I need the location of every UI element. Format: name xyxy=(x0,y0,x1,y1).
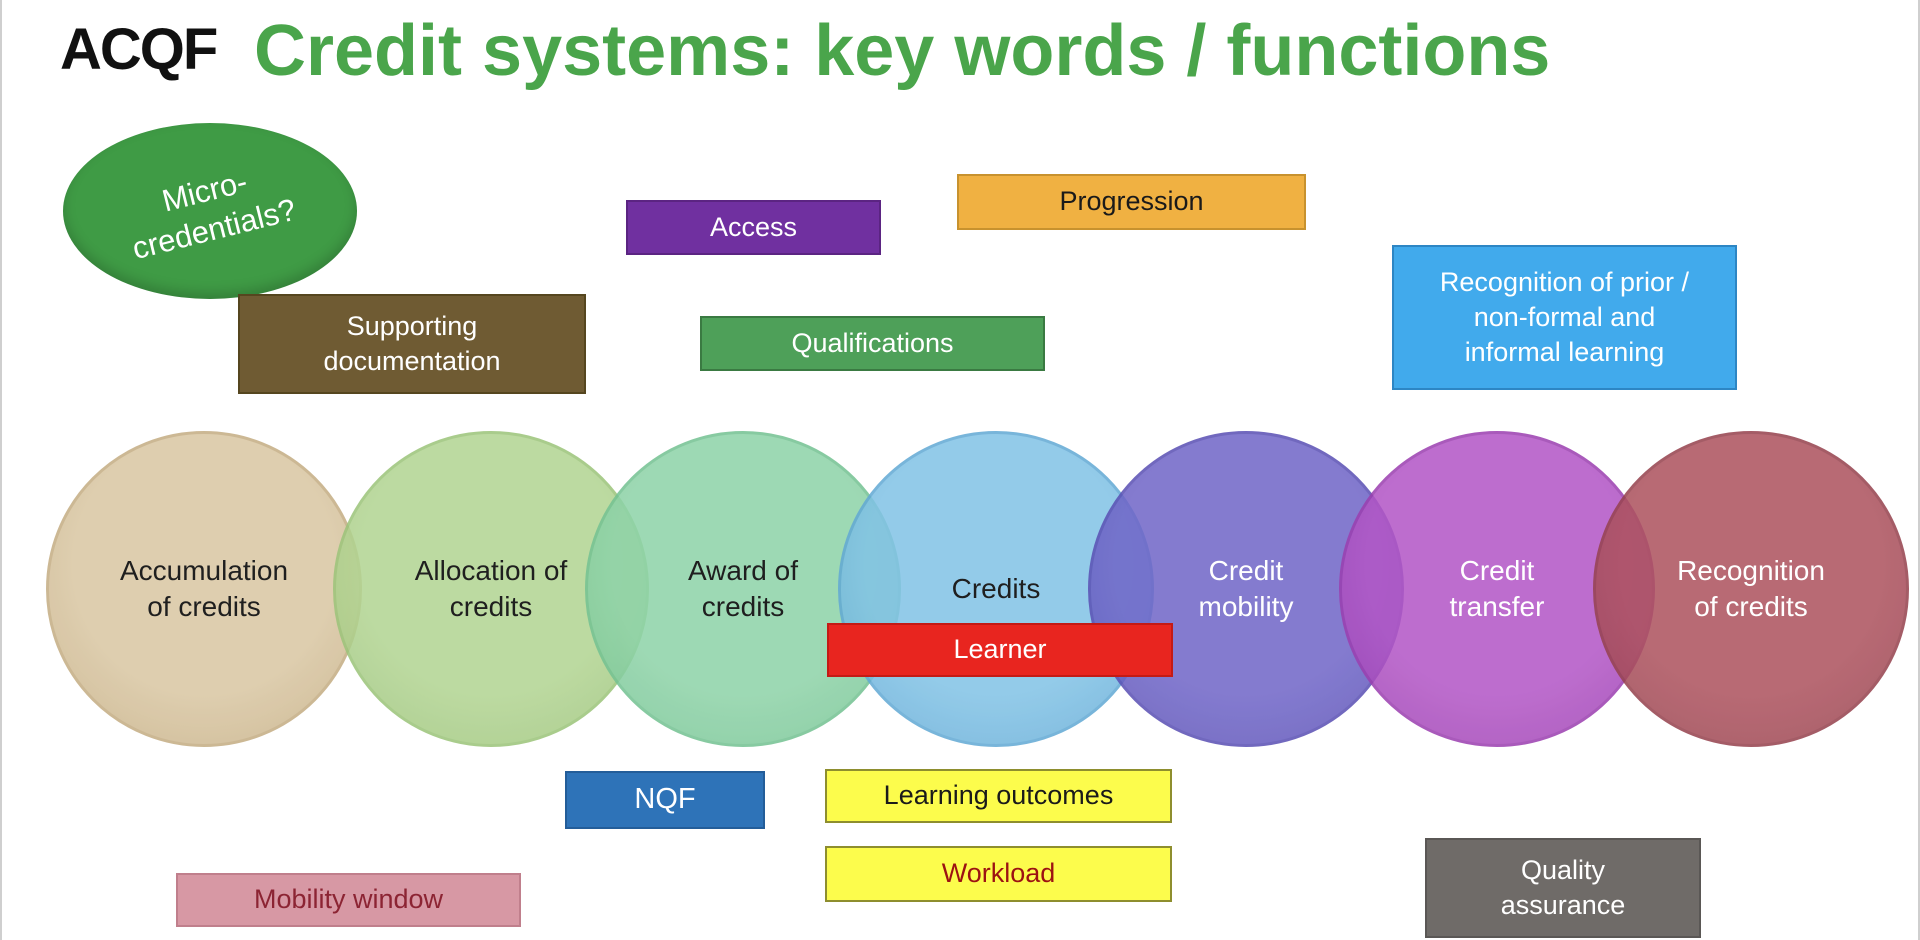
circle-fill xyxy=(1593,431,1909,747)
circle-fill xyxy=(46,431,362,747)
bubble-micro-credentials: Micro- credentials? xyxy=(63,123,357,299)
tag-qualifications: Qualifications xyxy=(700,316,1045,371)
circle-label: Recognition of credits xyxy=(1677,554,1825,622)
page-title: Credit systems: key words / functions xyxy=(254,11,1551,91)
circle-label: Award of credits xyxy=(688,554,798,622)
tag-progression: Progression xyxy=(957,174,1306,230)
circle-recognition-of-credits: Recognition of credits xyxy=(1593,431,1909,747)
tag-mobility-window: Mobility window xyxy=(176,873,521,927)
circle-accumulation-of-credits: Accumulation of credits xyxy=(46,431,362,747)
circle-label: Allocation of credits xyxy=(414,554,568,622)
tag-workload: Workload xyxy=(825,846,1172,902)
circle-label: Credit transfer xyxy=(1449,554,1545,622)
tag-recognition-prior-learning: Recognition of prior / non-formal and in… xyxy=(1392,245,1737,390)
tag-supporting-documentation: Supporting documentation xyxy=(238,294,586,394)
circle-allocation-of-credits: Allocation of credits xyxy=(333,431,649,747)
tag-learner: Learner xyxy=(827,623,1173,677)
circle-label: Credits xyxy=(951,572,1041,604)
circle-label: Accumulation of credits xyxy=(119,554,289,622)
acqf-logo: ACQF xyxy=(60,17,218,82)
tag-nqf: NQF xyxy=(565,771,765,829)
tag-learning-outcomes: Learning outcomes xyxy=(825,769,1172,823)
tag-quality-assurance: Quality assurance xyxy=(1425,838,1701,938)
circle-label: Credit mobility xyxy=(1198,554,1294,622)
tag-access: Access xyxy=(626,200,881,255)
